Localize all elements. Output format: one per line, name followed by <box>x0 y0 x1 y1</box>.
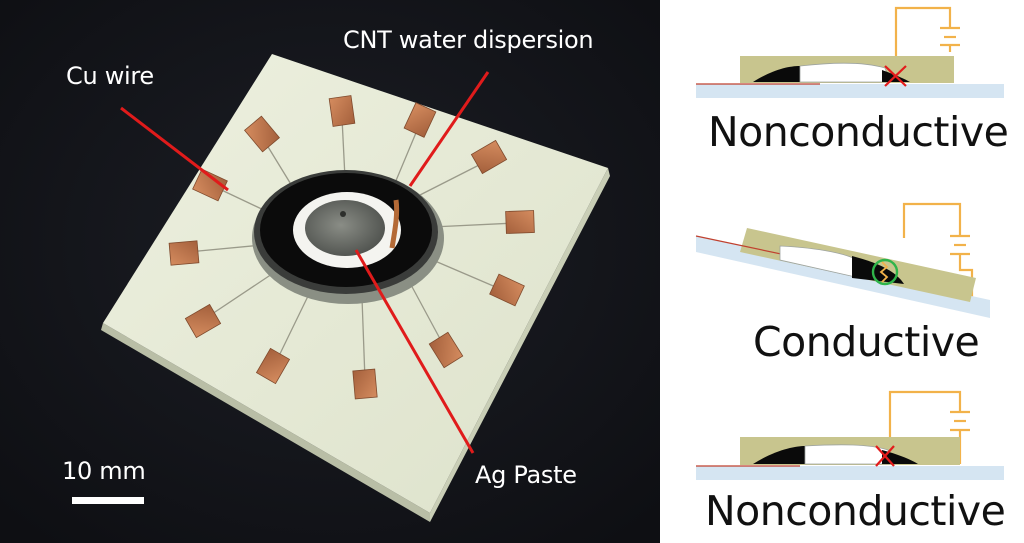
board-edge-right <box>430 168 610 522</box>
state-label-nonconductive-bottom: Nonconductive <box>705 487 1006 535</box>
label-cu-wire: Cu wire <box>66 62 154 90</box>
state-schematics: Nonconductive Conductive Nonconductive <box>660 0 1024 543</box>
scale-bar-label: 10 mm <box>62 457 146 485</box>
board-edge <box>101 323 430 522</box>
sensor-photo: CNT water dispersion Cu wire Ag Paste 10… <box>0 0 660 543</box>
schematic-nonconductive-top <box>696 6 1004 98</box>
schematic-nonconductive-bottom <box>696 390 1004 480</box>
leader-line-ag <box>354 249 475 454</box>
copper-pads <box>168 95 535 400</box>
state-label-nonconductive-top: Nonconductive <box>708 108 1009 156</box>
state-label-conductive: Conductive <box>753 318 980 366</box>
label-ag-paste: Ag Paste <box>475 461 577 489</box>
leader-line-cu <box>120 106 229 192</box>
cu-wire-lead <box>389 199 400 249</box>
schematics-drawing <box>695 6 1004 480</box>
schematic-conductive-middle <box>695 202 990 318</box>
leader-line-cnt <box>408 71 490 187</box>
sensor-photo-drawing <box>0 0 660 543</box>
contact-circle-icon <box>871 258 899 286</box>
scale-bar <box>72 497 144 504</box>
label-cnt-water-dispersion: CNT water dispersion <box>343 26 594 54</box>
center-hole <box>340 211 346 217</box>
leader-lines <box>120 71 490 454</box>
cnt-center <box>305 200 385 256</box>
